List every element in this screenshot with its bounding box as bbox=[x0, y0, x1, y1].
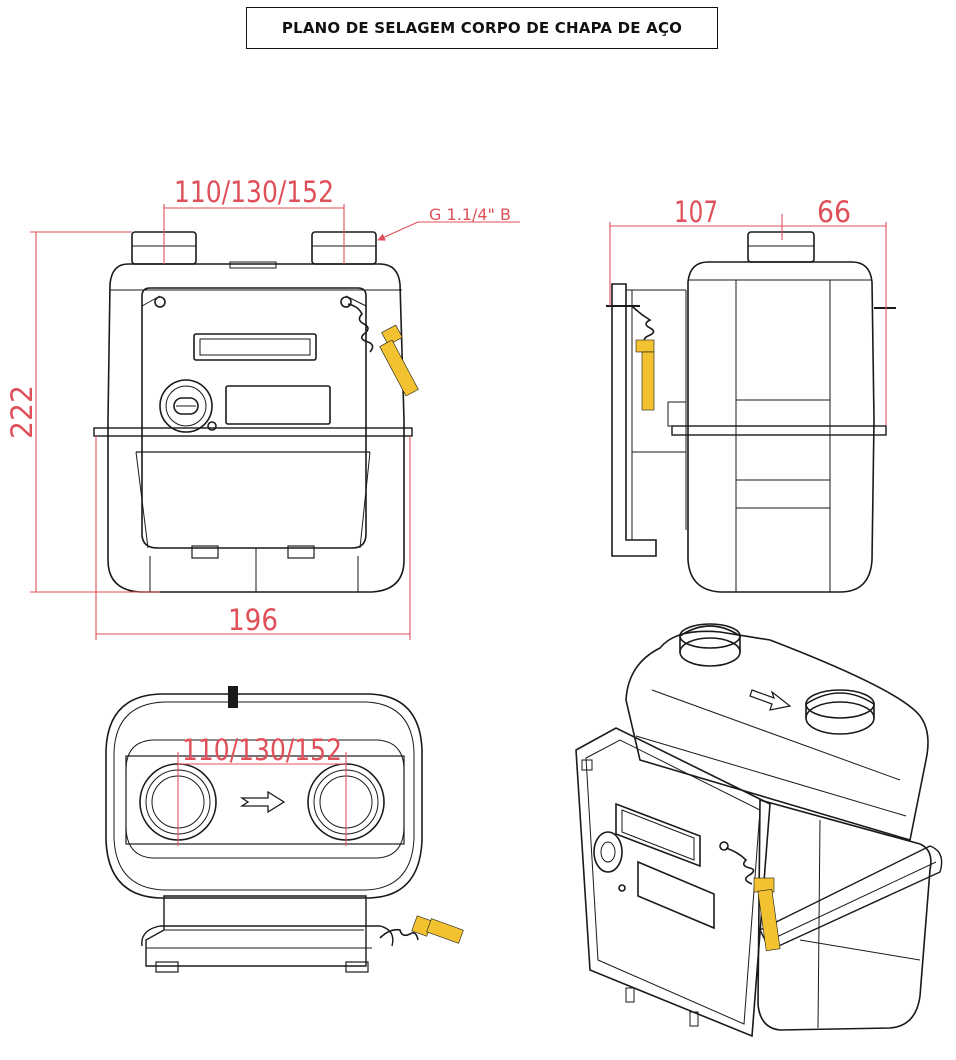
side-body-outline bbox=[687, 261, 875, 593]
side-belt-band bbox=[671, 425, 887, 436]
side-dimensions bbox=[609, 214, 887, 426]
iso-seal bbox=[725, 847, 781, 952]
top-seal bbox=[379, 915, 464, 944]
top-flow-arrow-icon bbox=[239, 790, 286, 814]
iso-flow-arrow-icon bbox=[749, 689, 792, 711]
iso-body-outline bbox=[757, 798, 932, 1031]
front-dial bbox=[159, 379, 213, 433]
iso-counter-window bbox=[615, 802, 701, 868]
drawing-title: PLANO DE SELAGEM CORPO DE CHAPA DE AÇO bbox=[246, 7, 718, 49]
front-view bbox=[93, 231, 413, 593]
front-display-window bbox=[225, 385, 331, 425]
iso-index-cover bbox=[575, 727, 771, 1038]
top-dim-top: 110/130/152 bbox=[182, 733, 342, 767]
front-dim-top: 110/130/152 bbox=[174, 175, 334, 209]
side-dim-right: 66 bbox=[817, 195, 851, 229]
front-seal bbox=[347, 303, 419, 397]
iso-inlet-connector bbox=[679, 637, 741, 667]
front-dim-height: 222 bbox=[5, 385, 39, 439]
top-body-outline bbox=[105, 693, 423, 899]
front-dim-width: 196 bbox=[228, 603, 278, 637]
top-view bbox=[105, 686, 423, 973]
front-body-outline bbox=[107, 263, 405, 593]
iso-top-surface bbox=[625, 630, 929, 842]
isometric-view bbox=[575, 623, 943, 1038]
front-index-cover bbox=[141, 287, 367, 549]
iso-belt-band bbox=[759, 845, 943, 951]
front-counter-window bbox=[193, 333, 317, 361]
side-index-cover bbox=[611, 283, 657, 557]
top-dimensions bbox=[177, 752, 347, 846]
iso-display-window bbox=[637, 860, 715, 930]
side-connector bbox=[747, 231, 815, 263]
side-seal bbox=[631, 305, 655, 411]
front-dim-connector: G 1.1/4" B bbox=[429, 205, 511, 224]
top-index-cover bbox=[145, 895, 367, 967]
front-dimensions bbox=[30, 204, 520, 640]
side-view bbox=[606, 231, 896, 593]
iso-dial bbox=[593, 831, 623, 873]
front-belt-band bbox=[93, 427, 413, 437]
side-dim-left: 107 bbox=[674, 195, 718, 229]
